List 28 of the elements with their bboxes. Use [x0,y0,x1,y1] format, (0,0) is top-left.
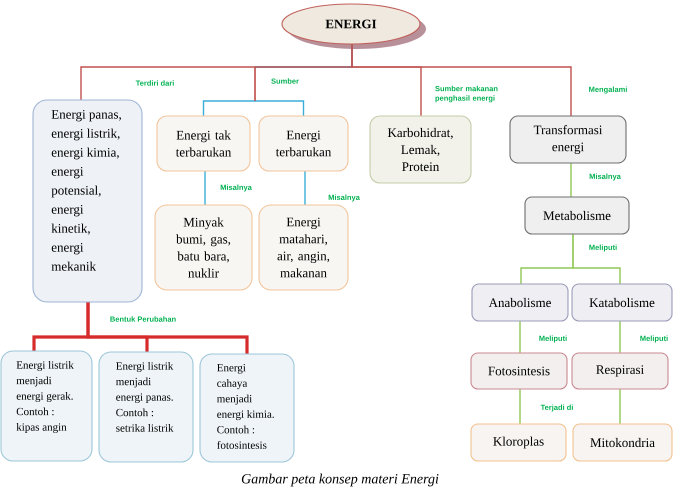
concept-box: Energi tak terbarukan [156,115,251,172]
connector-line [204,172,206,204]
concept-box: Energi listrik menjadi energi gerak. Contoh : kipas angin [0,350,93,462]
concept-box: Transformasi energi [509,115,627,164]
concept-box: Energi cahaya menjadi energi kimia. Contoh : fotosintesis [199,353,295,463]
concept-box: Respirasi [571,352,669,390]
concept-box: Energi listrik menjadi energi panas. Contoh : setrika listrik [98,351,194,463]
concept-box: Mitokondria [572,423,673,462]
connector-line [570,164,572,196]
concept-box: Fotosintesis [470,352,568,390]
caption: Gambar peta konsep materi Energi [242,474,438,486]
concept-box: Energi terbarukan [258,115,349,172]
connector-line [304,172,306,204]
connector-line [572,234,621,284]
concept-box: Energi matahari, air, angin, makanan [258,204,349,291]
concept-box: Katabolisme [571,283,673,322]
concept-box: Metabolisme [524,196,630,235]
concept-box: Energi panas, energi listrik, energi kimia, energi potensial, energi kinetik, energi mekanik [32,99,143,303]
connector-line [619,322,621,352]
concept-box: Karbohidrat, Lemak, Protein [369,115,472,184]
concept-box: Anabolisme [471,283,569,322]
connector-line [519,390,521,424]
concept-box: Kloroplas [470,423,567,462]
concept-box: Minyak bumi, gas, batu bara, nuklir [154,204,253,291]
connector-line [351,44,572,116]
connector-line [519,322,521,352]
connector-line [619,390,621,424]
connector-line [86,302,249,354]
